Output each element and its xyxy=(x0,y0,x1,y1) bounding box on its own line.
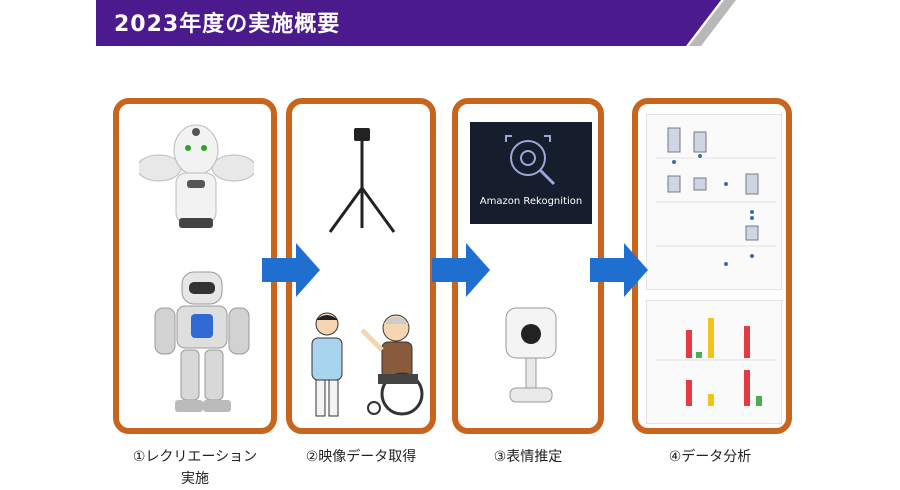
flow-arrow-1-icon xyxy=(262,243,320,297)
flow-arrow-2-icon xyxy=(432,243,490,297)
step-caption-1: ①レクリエーション 実施 xyxy=(105,446,285,490)
flow-arrow-3-icon xyxy=(590,243,648,297)
banner-shape xyxy=(96,0,736,46)
step-caption-3: ③表情推定 xyxy=(493,449,563,465)
rekognition-logo-icon xyxy=(505,135,556,186)
wheelchair-elder-icon xyxy=(360,314,424,416)
step-caption-1-line1: ①レクリエーション xyxy=(132,449,258,465)
step-caption-2: ②映像データ取得 xyxy=(305,449,417,465)
step-card-analysis xyxy=(632,98,792,434)
step-caption-1-line2: 実施 xyxy=(181,471,209,487)
robot-orihime-icon xyxy=(139,124,254,228)
page-title: 2023年度の実施概要 xyxy=(114,12,341,37)
step-caption-4: ④データ分析 xyxy=(668,449,752,465)
humanoid-robot-icon xyxy=(154,271,250,412)
tripod-icon xyxy=(328,128,396,233)
header-banner: 2023年度の実施概要 xyxy=(96,0,736,46)
boxplot-chart-icon xyxy=(646,114,782,290)
camera-icon xyxy=(505,307,557,403)
rekognition-label: Amazon Rekognition xyxy=(479,196,583,207)
caregiver-icon xyxy=(311,312,343,417)
step-card-recreation xyxy=(113,98,277,434)
bar-chart-icon xyxy=(646,300,782,424)
rekognition-panel: Amazon Rekognition xyxy=(470,122,592,224)
